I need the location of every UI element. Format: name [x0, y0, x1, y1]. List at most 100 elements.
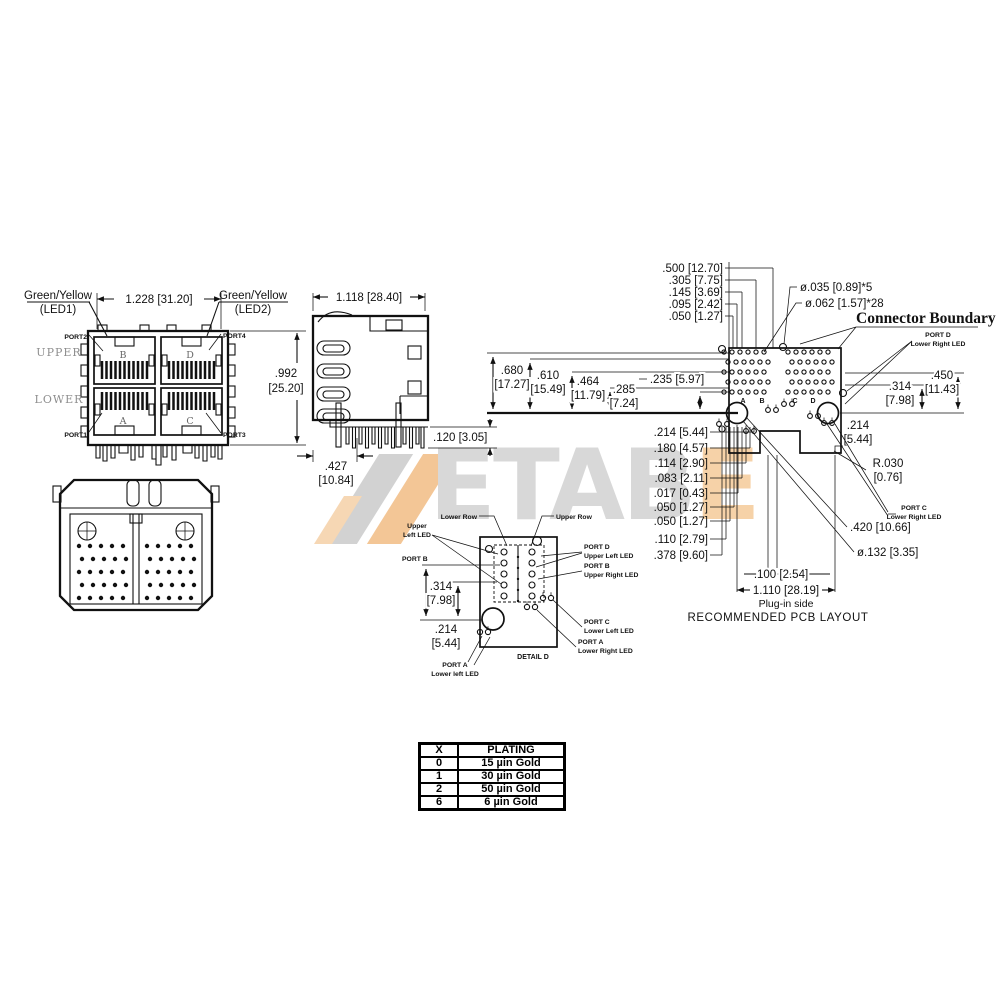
plug-in-side-label: Plug-in side	[759, 598, 814, 610]
porta-lower-left-led-line1: PORT A	[442, 662, 468, 669]
portb-upper-right-led-line2: Upper Right LED	[584, 572, 638, 579]
dim-420: .420 [10.66]	[850, 522, 911, 534]
pcb-letter-a: A	[740, 398, 745, 405]
dim-680-mm: [17.27]	[494, 379, 529, 391]
portb-label-detail: PORT B	[402, 556, 428, 563]
dim-017-stack: .017 [0.43]	[654, 488, 708, 500]
pcb-letter-b: B	[759, 398, 764, 405]
dim-464-in: .464	[577, 376, 600, 388]
plating-code: 2	[420, 783, 458, 796]
portc-lower-left-led-line2: Lower Left LED	[584, 628, 634, 635]
jack-letter-lower-left: A	[119, 416, 127, 427]
lower-row-label: LOWER	[35, 393, 84, 406]
dim-1110: 1.110 [28.19]	[753, 585, 819, 597]
pcb-letter-d: D	[810, 398, 815, 405]
pcb-layout: A B C D .500 [12.70] .305 [7.75] .145 [3…	[487, 262, 996, 624]
portd-callout-line2: Lower Right LED	[911, 341, 966, 348]
dim-305: .305 [7.75]	[669, 275, 723, 287]
portc-callout-line1: PORT C	[901, 505, 927, 512]
port4-label: PORT4	[223, 333, 246, 340]
side-view: 1.118 [28.40] .120 [3.05] .427 [10.84]	[297, 292, 497, 489]
jack-letter-upper-right: D	[186, 350, 194, 361]
dim-378-stack: .378 [9.60]	[654, 550, 708, 562]
detail-dim-314-in: .314	[430, 581, 453, 593]
portc-callout-line2: Lower Right LED	[887, 514, 942, 521]
dim-083-stack: .083 [2.11]	[655, 473, 709, 485]
pin-offset-dim-mm: [10.84]	[318, 475, 353, 487]
upper-row-callout: Upper Row	[556, 514, 593, 521]
led1-sublabel: (LED1)	[40, 304, 77, 316]
hole-callout-062: ø.062 [1.57]*28	[805, 298, 884, 310]
portd-callout-line1: PORT D	[925, 332, 951, 339]
detail-mounting-hole	[481, 607, 505, 631]
front-width-dim: 1.228 [31.20]	[125, 294, 192, 306]
led2-label: Green/Yellow	[219, 290, 288, 302]
pin-length-dim: .120 [3.05]	[433, 432, 487, 444]
dim-500: .500 [12.70]	[662, 263, 723, 275]
plating-code: 1	[420, 770, 458, 783]
plating-row: 6 6 µin Gold	[420, 796, 564, 809]
jack-letter-upper-left: B	[120, 350, 127, 361]
portc-lower-left-led-line1: PORT C	[584, 619, 610, 626]
plating-table: X PLATING 0 15 µin Gold 1 30 µin Gold 2 …	[418, 742, 566, 811]
porta-lower-left-led-line2: Lower left LED	[431, 671, 479, 678]
hole-callout-035: ø.035 [0.89]*5	[800, 282, 872, 294]
dim-214-right-in: .214	[847, 420, 870, 432]
dim-180-stack: .180 [4.57]	[654, 443, 708, 455]
front-height-dim-mm: [25.20]	[268, 383, 303, 395]
dim-314-right-in: .314	[889, 381, 912, 393]
detail-dim-214-in: .214	[435, 624, 458, 636]
plating-value: 6 µin Gold	[458, 796, 564, 809]
plating-header-plating: PLATING	[458, 744, 564, 757]
mounting-hole-right	[816, 401, 840, 425]
dim-100: .100 [2.54]	[754, 569, 808, 581]
lower-row-callout: Lower Row	[441, 514, 478, 521]
plating-value: 30 µin Gold	[458, 770, 564, 783]
dim-285-in: .285	[613, 384, 635, 396]
plating-code: 6	[420, 796, 458, 809]
plating-header-x: X	[420, 744, 458, 757]
upper-left-led-line1: Upper	[407, 523, 427, 530]
dim-r030-line2: [0.76]	[874, 472, 903, 484]
detail-dim-214-mm: [5.44]	[432, 638, 461, 650]
led2-sublabel: (LED2)	[235, 304, 272, 316]
dim-464-mm: [11.79]	[571, 390, 605, 402]
dim-285-mm: [7.24]	[610, 398, 639, 410]
dim-050-stack2: .050 [1.27]	[654, 516, 708, 528]
porta-lower-right-led-line1: PORT A	[578, 639, 604, 646]
dim-314-right-mm: [7.98]	[886, 395, 915, 407]
pin-offset-dim-in: .427	[325, 461, 347, 473]
upper-left-led-line2: Left LED	[403, 532, 431, 539]
porta-lower-right-led-line2: Lower Right LED	[578, 648, 633, 655]
dim-095: .095 [2.42]	[669, 299, 723, 311]
plating-code: 0	[420, 757, 458, 770]
detail-d-title: DETAIL D	[517, 654, 549, 661]
plating-row: 1 30 µin Gold	[420, 770, 564, 783]
bottom-view	[52, 478, 220, 612]
plating-value: 15 µin Gold	[458, 757, 564, 770]
watermark-text-gray: ETAB	[429, 429, 697, 543]
dim-450-mm: [11.43]	[925, 384, 959, 396]
pcb-layout-title: RECOMMENDED PCB LAYOUT	[687, 612, 868, 624]
dim-610-in: .610	[537, 370, 559, 382]
dim-214-stack: .214 [5.44]	[654, 427, 708, 439]
connector-boundary-label: Connector Boundary	[856, 310, 996, 327]
detail-d-view: Lower Row Upper Row Upper Left LED PORT …	[402, 514, 638, 678]
port1-label: PORT1	[64, 432, 87, 439]
portb-upper-right-led-line1: PORT B	[584, 563, 610, 570]
dim-050-top: .050 [1.27]	[669, 311, 723, 323]
dim-610-mm: [15.49]	[530, 384, 565, 396]
detail-dim-314-mm: [7.98]	[427, 595, 456, 607]
dim-450-in: .450	[931, 370, 953, 382]
jack-letter-lower-right: C	[186, 416, 193, 427]
plating-row: 2 50 µin Gold	[420, 783, 564, 796]
dim-r030-line1: R.030	[873, 458, 904, 470]
upper-row-label: UPPER	[36, 346, 81, 359]
plating-row: 0 15 µin Gold	[420, 757, 564, 770]
dim-050-stack1: .050 [1.27]	[654, 502, 708, 514]
dim-235: .235 [5.97]	[650, 374, 704, 386]
front-view: B D A C Green/Yellow (LED1) Green/Yellow…	[24, 290, 306, 466]
portd-upper-left-led-line2: Upper Left LED	[584, 553, 634, 560]
